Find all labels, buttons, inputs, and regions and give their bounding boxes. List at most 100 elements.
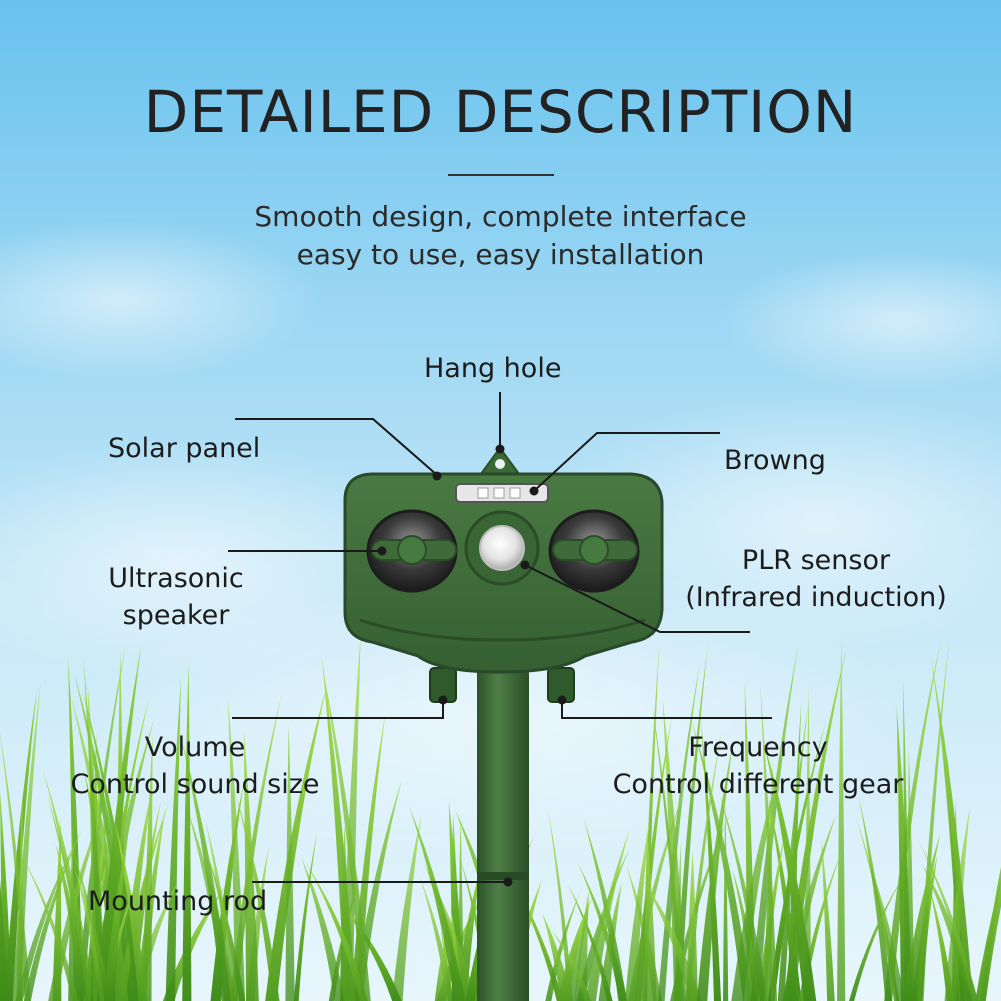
grass-blade: [15, 837, 79, 1001]
led-3: [509, 487, 521, 499]
grass-blade: [903, 676, 910, 1001]
grass-blade: [162, 884, 227, 1001]
subtitle-line-2: easy to use, easy installation: [296, 238, 705, 271]
grass-blade: [576, 847, 631, 1001]
grass-blade: [760, 682, 777, 1001]
grass-blade: [96, 645, 142, 1001]
grass-blade: [103, 831, 129, 1001]
grass-blade: [930, 652, 973, 1001]
grass-blade: [52, 818, 62, 1001]
label-plr-sensor: PLR sensor (Infrared induction): [668, 542, 964, 616]
title-divider: [448, 174, 554, 176]
grass-blade: [642, 879, 702, 1001]
grass-blade: [70, 843, 111, 1001]
dot-plr: [520, 560, 530, 570]
grass-blade: [301, 857, 345, 1001]
grass-blade: [265, 685, 327, 1001]
pir-sensor-dome: [479, 525, 525, 571]
label-plr-line-1: PLR sensor: [741, 545, 891, 576]
grass-blade: [837, 636, 846, 1001]
grass-blade: [700, 718, 722, 1001]
grass-blade: [585, 829, 630, 1001]
grass-blade: [243, 730, 259, 1001]
dot-hang-hole: [495, 444, 505, 454]
grass-blade: [731, 757, 783, 1001]
grass-blade: [804, 685, 811, 1001]
grass-blade: [557, 896, 593, 1001]
label-hang-hole: Hang hole: [424, 353, 562, 384]
hang-hole: [495, 459, 505, 469]
grass-blade: [205, 820, 239, 1001]
grass-blade: [903, 833, 941, 1001]
grass-blade: [821, 838, 835, 1001]
dot-mounting-rod: [503, 877, 513, 887]
grass-blade: [22, 856, 79, 1001]
grass-blade: [229, 692, 282, 1001]
grass-blade: [42, 768, 96, 1001]
label-volume-line-2: Control sound size: [70, 769, 320, 800]
mounting-rod-shape: [477, 668, 529, 1001]
grass-blade: [165, 678, 182, 1001]
label-frequency-line-1: Frequency: [688, 732, 828, 763]
dot-browng: [529, 486, 539, 496]
label-mounting-rod: Mounting rod: [88, 886, 268, 917]
grass-blade: [235, 793, 280, 1001]
grass-blade: [321, 656, 356, 1001]
grass-blade: [917, 838, 978, 1001]
grass-blade: [768, 719, 827, 1001]
leader-solar-panel: [235, 418, 438, 476]
dot-volume: [438, 695, 448, 705]
grass-blade: [338, 900, 402, 1001]
rod-joint: [477, 872, 529, 880]
grass-blade: [116, 804, 169, 1001]
grass-blade: [506, 869, 564, 1001]
label-volume-line-1: Volume: [144, 732, 246, 763]
grass-blade: [551, 929, 592, 1001]
left-speaker-center: [397, 535, 427, 565]
cloud: [720, 250, 1001, 390]
label-plr-line-2: (Infrared induction): [685, 582, 947, 613]
grass-blade: [322, 669, 371, 1001]
grass-blade: [723, 801, 729, 1001]
page-title: DETAILED DESCRIPTION: [143, 78, 858, 146]
led-2: [493, 487, 505, 499]
leader-browng: [534, 432, 720, 491]
grass-blade: [227, 697, 246, 1001]
dot-ultrasonic: [377, 546, 387, 556]
grass-blade: [979, 866, 1001, 1001]
label-frequency-line-2: Control different gear: [612, 769, 904, 800]
grass-blade: [82, 689, 144, 1001]
subtitle-line-1: Smooth design, complete interface: [254, 200, 747, 233]
grass-blade: [306, 863, 368, 1001]
grass-blade: [391, 813, 422, 1001]
label-ultrasonic-speaker: Ultrasonic speaker: [86, 560, 266, 634]
grass-blade: [674, 643, 709, 1001]
leader-plr: [526, 565, 750, 633]
grass-blade: [763, 739, 817, 1001]
grass-blade: [928, 884, 955, 1001]
grass-blade: [657, 658, 701, 1001]
grass-blade: [68, 827, 75, 1001]
grass-blade: [83, 657, 105, 1001]
grass-blade: [849, 876, 903, 1001]
grass-blade: [867, 857, 905, 1001]
grass-blade: [907, 746, 915, 1001]
grass-blade: [750, 644, 799, 1001]
label-solar-panel: Solar panel: [108, 433, 261, 464]
led-1: [477, 487, 489, 499]
grass-blade: [142, 733, 153, 1001]
grass-blade: [855, 816, 900, 1001]
device-body-lower: [359, 618, 646, 642]
label-ultrasonic-line-1: Ultrasonic: [108, 563, 244, 594]
label-frequency: Frequency Control different gear: [598, 729, 918, 803]
grass-blade: [182, 662, 192, 1001]
label-volume: Volume Control sound size: [58, 729, 332, 803]
dot-solar-panel: [432, 471, 442, 481]
grass-blade: [662, 697, 687, 1001]
dot-frequency: [557, 695, 567, 705]
grass-blade: [202, 841, 246, 1001]
grass-blade: [434, 928, 448, 1001]
grass-blade: [74, 672, 139, 1001]
